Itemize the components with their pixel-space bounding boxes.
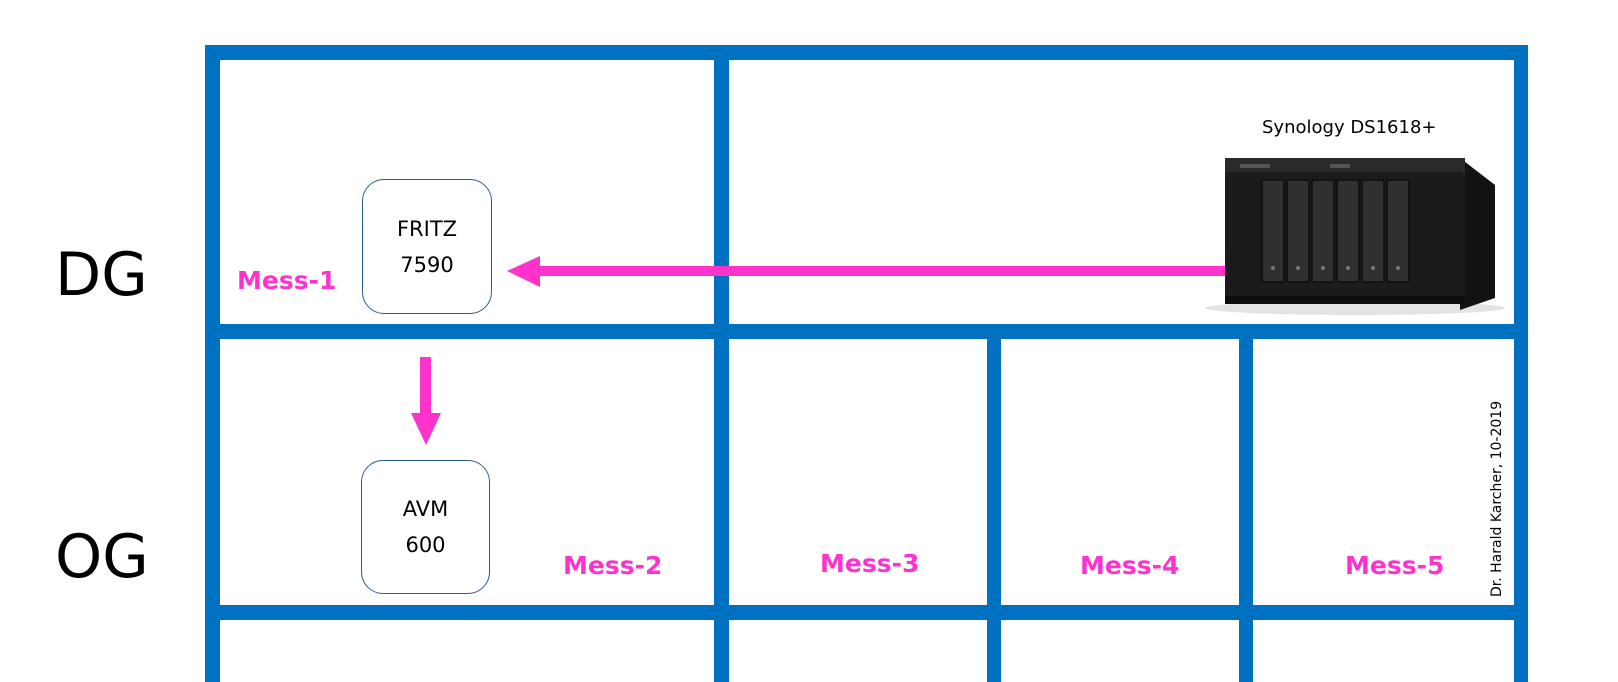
wall-top: [205, 45, 1528, 60]
measurement-point-5: Mess-5: [1345, 551, 1445, 580]
wall-floor-divider: [205, 324, 1528, 339]
arrow-router-to-repeater: [411, 357, 441, 445]
wall-right: [1514, 45, 1528, 682]
floor-label-og: OG: [55, 522, 149, 592]
measurement-point-2: Mess-2: [563, 551, 663, 580]
router-box: FRITZ 7590: [362, 179, 492, 314]
measurement-point-3: Mess-3: [820, 549, 920, 578]
arrow-nas-to-router: [507, 256, 1230, 287]
router-model: 7590: [400, 252, 454, 277]
repeater-model: 600: [405, 533, 446, 557]
wall-vertical-1: [714, 45, 729, 682]
repeater-name: AVM: [402, 497, 449, 521]
floor-label-dg: DG: [55, 240, 148, 310]
wall-left: [205, 45, 220, 682]
wall-vertical-3: [1239, 324, 1253, 682]
nas-device-image: [1205, 158, 1505, 315]
wall-vertical-2: [987, 324, 1001, 682]
router-name: FRITZ: [396, 216, 458, 241]
measurement-point-4: Mess-4: [1080, 551, 1180, 580]
wall-lower-floor-divider: [205, 605, 1528, 620]
nas-caption: Synology DS1618+: [1262, 117, 1437, 138]
measurement-point-1: Mess-1: [237, 266, 337, 295]
author-credit: Dr. Harald Karcher, 10-2019: [1489, 400, 1505, 597]
repeater-box: AVM 600: [361, 460, 490, 594]
